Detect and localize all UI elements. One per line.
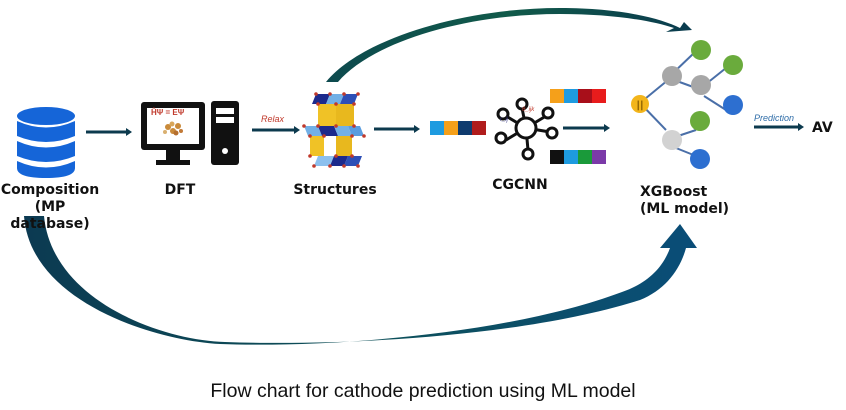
database-icon bbox=[17, 107, 75, 178]
arrow-structures-to-cgcnn bbox=[374, 125, 420, 133]
arrow-db-to-dft bbox=[86, 128, 132, 136]
relax-edge-label: Relax bbox=[261, 114, 285, 124]
output-feature-vector-bottom bbox=[550, 150, 606, 164]
molecule-thumbnail bbox=[163, 121, 183, 136]
theta-label: θ_ijk bbox=[522, 107, 535, 113]
vector-cell bbox=[578, 89, 592, 103]
dft-label: DFT bbox=[164, 182, 196, 198]
computer-icon bbox=[141, 101, 239, 165]
decision-tree-icon: || bbox=[631, 40, 743, 169]
output-feature-vector-top bbox=[550, 89, 606, 103]
vector-cell bbox=[578, 150, 592, 164]
xgboost-line1: XGBoost bbox=[640, 184, 708, 200]
crystal-structure-icon bbox=[302, 92, 366, 168]
vector-cell bbox=[430, 121, 444, 135]
vector-cell bbox=[592, 150, 606, 164]
vector-cell bbox=[444, 121, 458, 135]
top-curved-arrow bbox=[326, 8, 692, 82]
figure-caption: Flow chart for cathode prediction using … bbox=[210, 380, 636, 402]
prediction-edge-label: Prediction bbox=[754, 113, 795, 123]
bottom-curved-arrow bbox=[24, 216, 697, 345]
vector-cell bbox=[472, 121, 486, 135]
xgboost-label: XGBoost (ML model) bbox=[640, 184, 740, 218]
graph-network-icon bbox=[494, 97, 559, 161]
dft-equation: ĤΨ = EΨ bbox=[151, 108, 185, 117]
arrow-xgboost-to-av bbox=[754, 123, 804, 131]
vector-cell bbox=[564, 89, 578, 103]
composition-label: Composition (MP database) bbox=[0, 182, 100, 233]
vector-cell bbox=[550, 89, 564, 103]
composition-line2: (MP database) bbox=[10, 199, 90, 232]
arrow-cgcnn-to-xgboost bbox=[563, 124, 610, 132]
arrow-dft-to-structures bbox=[252, 126, 300, 134]
av-output-label: AV bbox=[812, 120, 833, 136]
structures-label: Structures bbox=[293, 182, 377, 198]
composition-line1: Composition bbox=[0, 182, 100, 198]
cgcnn-label: CGCNN bbox=[492, 177, 548, 193]
distance-label: r_ij bbox=[500, 117, 509, 123]
vector-cell bbox=[550, 150, 564, 164]
vector-cell bbox=[458, 121, 472, 135]
input-feature-vector bbox=[430, 121, 486, 135]
vector-cell bbox=[592, 89, 606, 103]
xgboost-line2: (ML model) bbox=[640, 201, 730, 217]
vector-cell bbox=[564, 150, 578, 164]
svg-text:||: || bbox=[636, 100, 643, 111]
